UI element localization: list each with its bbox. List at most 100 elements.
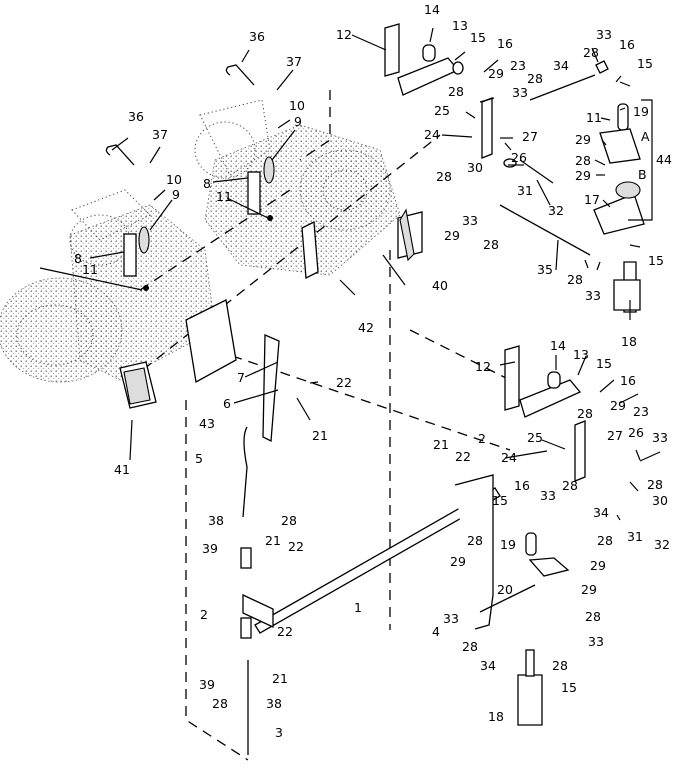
callout-32: 32	[548, 203, 564, 218]
callout-36: 36	[249, 29, 265, 44]
callout-3: 3	[275, 725, 283, 740]
callout-16: 16	[497, 36, 513, 51]
callout-9: 9	[294, 114, 302, 129]
callout-34: 34	[480, 658, 496, 673]
callout-29: 29	[590, 558, 606, 573]
callout-21: 21	[272, 671, 288, 686]
callout-11: 11	[216, 189, 232, 204]
callout-28: 28	[597, 533, 613, 548]
callout-42: 42	[358, 320, 374, 335]
callout-36: 36	[128, 109, 144, 124]
callout-2: 2	[478, 431, 486, 446]
callout-8: 8	[74, 251, 82, 266]
callout-41: 41	[114, 462, 130, 477]
callout-29: 29	[450, 554, 466, 569]
callout-9: 9	[172, 187, 180, 202]
callout-29: 29	[581, 582, 597, 597]
callout-22: 22	[336, 375, 352, 390]
callout-22: 22	[455, 449, 471, 464]
callout-5: 5	[195, 451, 203, 466]
callout-6: 6	[223, 396, 231, 411]
callout-21: 21	[433, 437, 449, 452]
callout-15: 15	[637, 56, 653, 71]
callout-38: 38	[208, 513, 224, 528]
shaft-assembly	[240, 474, 570, 755]
callout-28: 28	[527, 71, 543, 86]
callout-19: 19	[633, 104, 649, 119]
callout-18: 18	[488, 709, 504, 724]
callout-leaders	[39, 27, 661, 521]
callout-24: 24	[501, 450, 517, 465]
callout-26: 26	[628, 425, 644, 440]
assembly-guide-lines	[129, 90, 511, 761]
callout-33: 33	[588, 634, 604, 649]
callout-43: 43	[199, 416, 215, 431]
callout-28: 28	[462, 639, 478, 654]
callout-31: 31	[517, 183, 533, 198]
callout-37: 37	[152, 127, 168, 142]
callout-17: 17	[584, 192, 600, 207]
callout-13: 13	[573, 347, 589, 362]
callout-40: 40	[432, 278, 448, 293]
callout-22: 22	[288, 539, 304, 554]
callout-19: 19	[500, 537, 516, 552]
callout-33: 33	[585, 288, 601, 303]
callout-22: 22	[277, 624, 293, 639]
callout-28: 28	[562, 478, 578, 493]
callout-33: 33	[596, 27, 612, 42]
callout-15: 15	[596, 356, 612, 371]
callout-29: 29	[444, 228, 460, 243]
callout-10: 10	[166, 172, 182, 187]
callout-28: 28	[583, 45, 599, 60]
callout-28: 28	[552, 658, 568, 673]
callout-28: 28	[212, 696, 228, 711]
callout-1: 1	[354, 600, 362, 615]
callout-33: 33	[443, 611, 459, 626]
callout-33: 33	[462, 213, 478, 228]
callout-28: 28	[483, 237, 499, 252]
callout-15: 15	[492, 493, 508, 508]
callout-27: 27	[522, 129, 538, 144]
callout-34: 34	[593, 505, 609, 520]
callout-B: B	[638, 167, 647, 182]
callout-16: 16	[619, 37, 635, 52]
callout-26: 26	[511, 150, 527, 165]
engine-block-left	[0, 189, 216, 383]
callout-14: 14	[550, 338, 566, 353]
callout-25: 25	[434, 103, 450, 118]
callout-13: 13	[452, 18, 468, 33]
callout-28: 28	[448, 84, 464, 99]
callout-12: 12	[475, 359, 491, 374]
callout-33: 33	[512, 85, 528, 100]
callout-4: 4	[432, 624, 440, 639]
callout-29: 29	[575, 132, 591, 147]
callout-28: 28	[281, 513, 297, 528]
callout-10: 10	[289, 98, 305, 113]
callout-25: 25	[527, 430, 543, 445]
callout-12: 12	[336, 27, 352, 42]
callout-28: 28	[567, 272, 583, 287]
callout-7: 7	[237, 370, 245, 385]
parts-middle	[119, 299, 586, 518]
callout-16: 16	[514, 478, 530, 493]
callout-11: 11	[586, 110, 602, 125]
callout-32: 32	[654, 537, 670, 552]
callout-44: 44	[656, 152, 672, 167]
callout-18: 18	[621, 334, 637, 349]
callout-15: 15	[648, 253, 664, 268]
callout-39: 39	[199, 677, 215, 692]
callout-11: 11	[82, 262, 98, 277]
callout-35: 35	[537, 262, 553, 277]
callout-8: 8	[203, 176, 211, 191]
callout-21: 21	[312, 428, 328, 443]
callout-33: 33	[652, 430, 668, 445]
callout-labels: 36 37 10 9 8 11 36 37 10 9 8 11 12 14 13…	[74, 2, 672, 740]
callout-29: 29	[610, 398, 626, 413]
callout-28: 28	[467, 533, 483, 548]
callout-37: 37	[286, 54, 302, 69]
callout-15: 15	[470, 30, 486, 45]
callout-28: 28	[647, 477, 663, 492]
callout-15: 15	[561, 680, 577, 695]
callout-39: 39	[202, 541, 218, 556]
